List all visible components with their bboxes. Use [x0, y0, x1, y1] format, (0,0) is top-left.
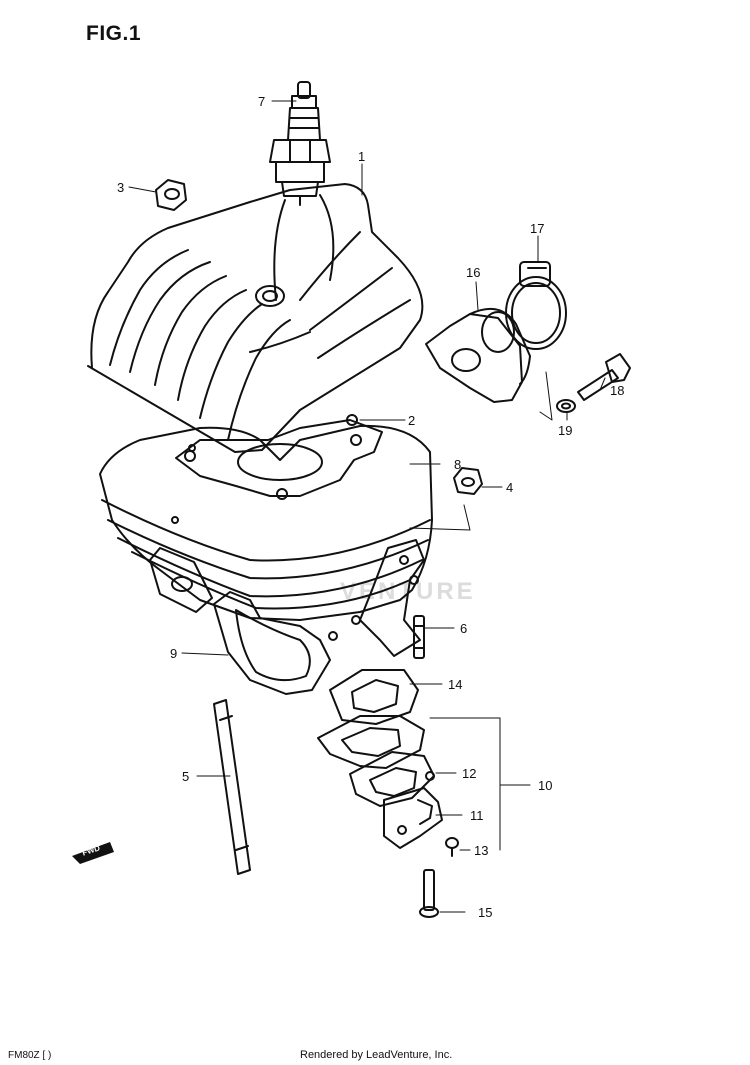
stud-drawing [413, 615, 425, 659]
bolt-18-drawing [577, 353, 631, 401]
bolt-15-drawing [419, 869, 439, 918]
clamp-drawing [505, 261, 567, 350]
reed-valve-drawing [317, 715, 443, 849]
head-nut-drawing [155, 179, 187, 211]
screw-drawing [445, 837, 459, 857]
cylinder-nut-drawing [453, 467, 483, 495]
callout-5: 5 [182, 769, 190, 784]
callout-9: 9 [170, 646, 178, 661]
model-code: FM80Z [ ) [8, 1050, 52, 1061]
callout-19: 19 [558, 423, 573, 438]
cylinder-head-drawing [87, 183, 424, 453]
render-credit: Rendered by LeadVenture, Inc. [300, 1049, 453, 1061]
fwd-arrow-icon [72, 842, 114, 864]
base-gasket-drawing [213, 539, 425, 695]
spark-plug-drawing [269, 81, 331, 206]
washer-drawing [556, 399, 576, 413]
callout-3: 3 [117, 180, 125, 195]
callout-18: 18 [610, 383, 625, 398]
callout-1: 1 [358, 149, 366, 164]
cylinder-drawing [99, 424, 433, 621]
callout-7: 7 [258, 94, 266, 109]
leader-lines [128, 100, 606, 913]
callout-4: 4 [506, 480, 514, 495]
callout-13: 13 [474, 843, 489, 858]
callout-2: 2 [408, 413, 416, 428]
stud-bolt-drawing [213, 699, 251, 875]
callout-15: 15 [478, 905, 493, 920]
reed-gasket-drawing [329, 669, 419, 725]
callout-10: 10 [538, 778, 553, 793]
callout-8: 8 [454, 457, 462, 472]
callout-17: 17 [530, 221, 545, 236]
intake-pipe-drawing [425, 307, 531, 403]
callout-14: 14 [448, 677, 463, 692]
callout-6: 6 [460, 621, 468, 636]
figure-title: FIG.1 [86, 22, 142, 45]
callout-12: 12 [462, 766, 477, 781]
head-gasket-drawing [175, 414, 383, 500]
callout-11: 11 [470, 808, 484, 823]
callout-16: 16 [466, 265, 481, 280]
